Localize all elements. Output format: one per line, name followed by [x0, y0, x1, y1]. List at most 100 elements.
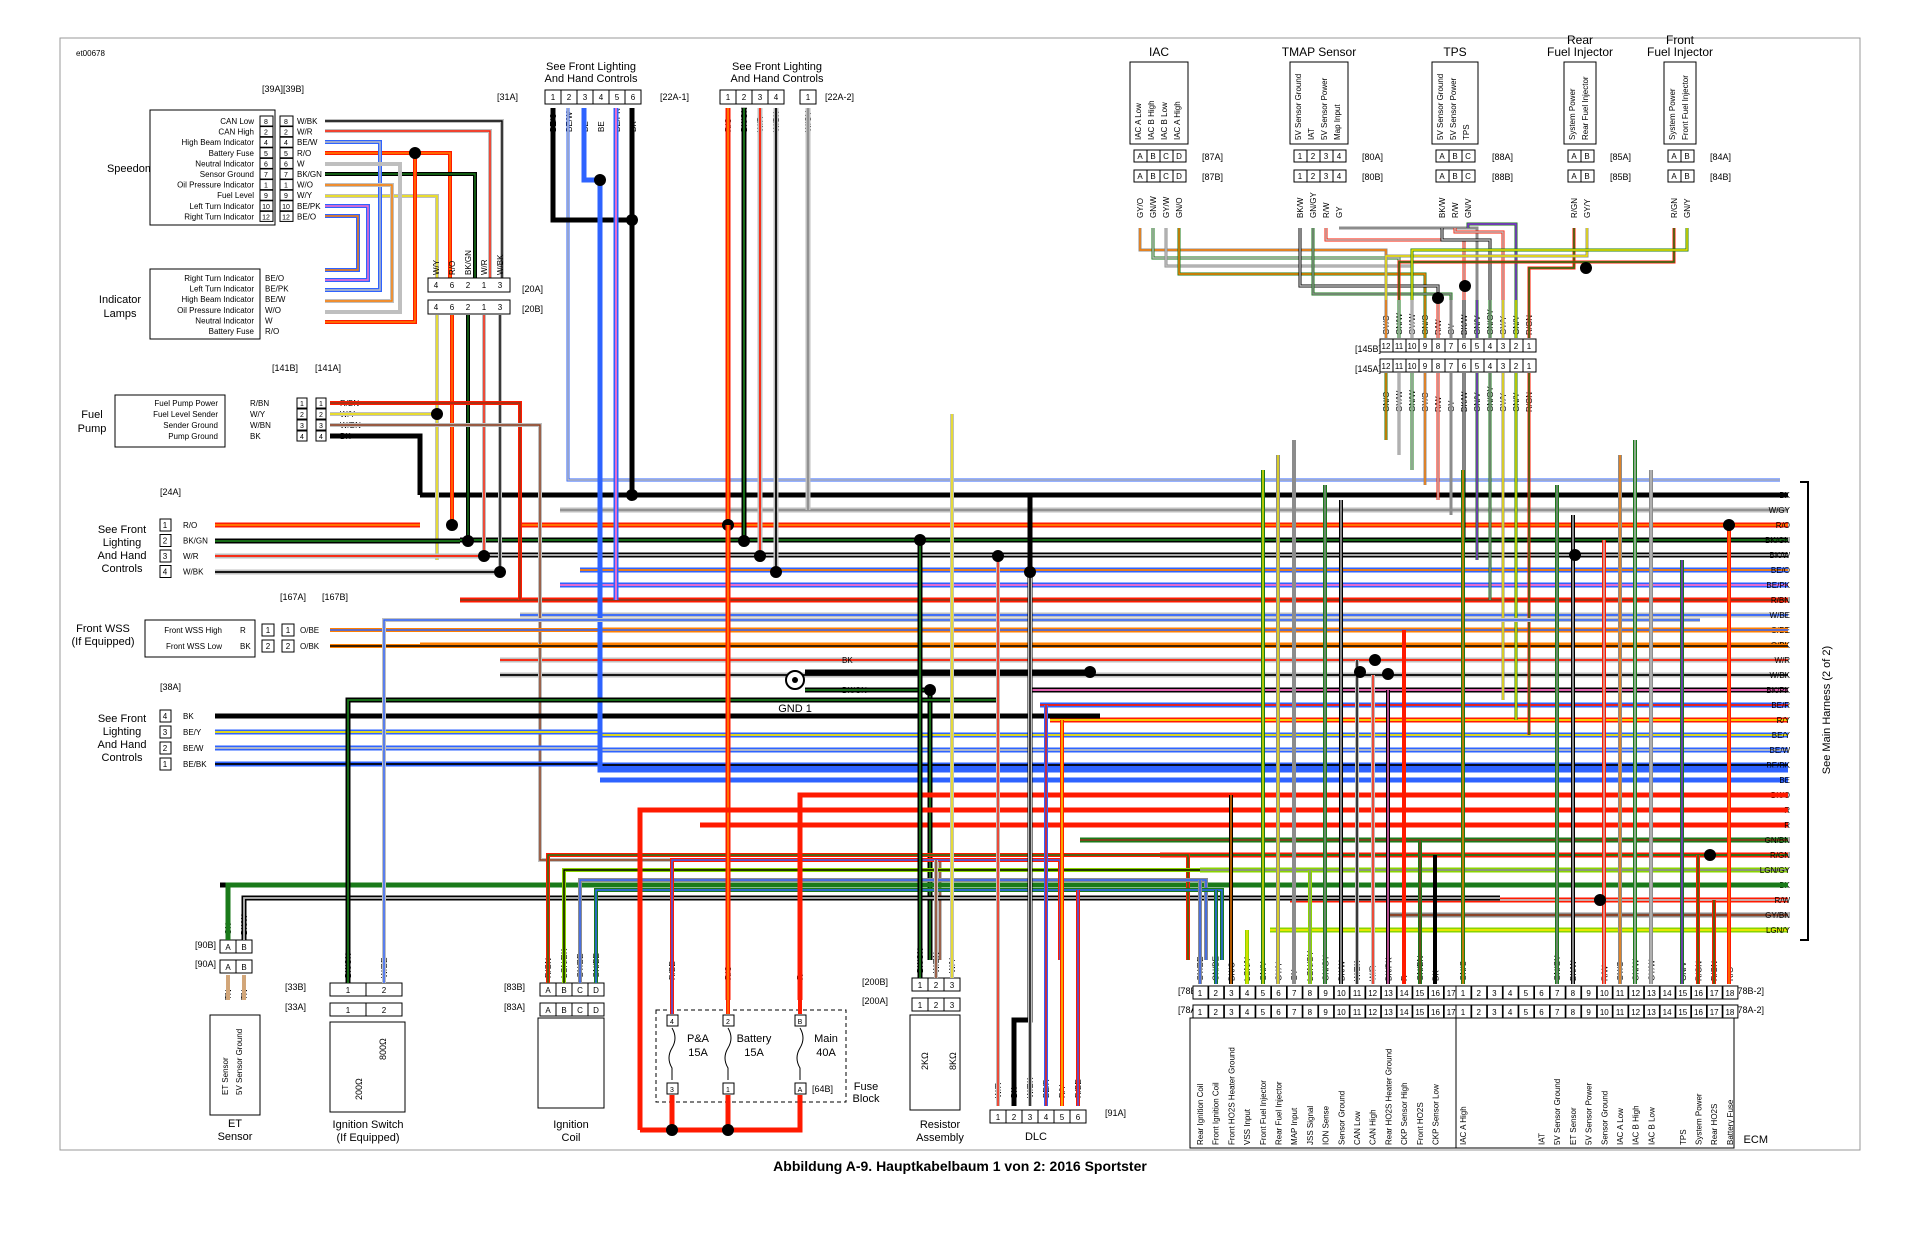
- pin-cell: [1580, 149, 1595, 163]
- tps-conn: [88B]: [1492, 172, 1513, 182]
- harness-wire-label: GN/BN: [1765, 836, 1791, 845]
- pin-num: 7: [1555, 989, 1560, 998]
- splice-dot: [594, 174, 606, 186]
- connector-c83b: [83B]: [504, 982, 525, 992]
- pin-num: 4: [1245, 989, 1250, 998]
- connector-c90a: [90A]: [195, 959, 216, 969]
- pin-num: 1: [1527, 342, 1532, 351]
- pin-num: 1: [918, 981, 923, 990]
- pin-cell: [1332, 169, 1347, 183]
- wire-label: BE/BK: [183, 760, 207, 769]
- pin-cell: [1223, 985, 1240, 1000]
- speedometer-pin-name: Neutral Indicator: [195, 159, 254, 168]
- connector-c91: [91A]: [1105, 1108, 1126, 1118]
- tmap-conn: [80B]: [1362, 172, 1383, 182]
- pin-cell: [1680, 149, 1695, 163]
- harness-wire-label: GY/BN: [1765, 911, 1790, 920]
- harness-wire-label: BE/O: [1771, 566, 1790, 575]
- harness-wire-label: R/W: [1774, 896, 1790, 905]
- ign-wire-stripe: [347, 699, 1000, 983]
- pin-num: 1: [482, 303, 487, 312]
- pin-num: 18: [1725, 1008, 1734, 1017]
- connector-c38: [38A]: [160, 682, 181, 692]
- pin-num: 16: [1431, 989, 1440, 998]
- harness-wire-label: R/BN: [1771, 596, 1790, 605]
- front-lighting-label: Controls: [102, 563, 143, 575]
- pin-cell: [1223, 1004, 1240, 1019]
- pin-cell: [1643, 1004, 1660, 1019]
- sensor-wire-stripe: [1454, 228, 1504, 300]
- wire-label: W/O: [297, 181, 313, 190]
- pin-cell: [1365, 985, 1382, 1000]
- pin-num: 4: [434, 303, 439, 312]
- resistor-label: 800Ω: [378, 1038, 388, 1060]
- speedo-wire-stripe: [325, 173, 476, 285]
- pin-cell: [159, 757, 172, 771]
- pin-cell: [1172, 169, 1187, 183]
- pin-num: 2: [1476, 989, 1481, 998]
- pin-cell: [1239, 1004, 1256, 1019]
- wire-label: W/BK: [297, 117, 318, 126]
- pin-cell: [259, 189, 274, 201]
- wire-label: W/BK: [183, 568, 204, 577]
- pin-cell: [1486, 1004, 1503, 1019]
- splice-dot: [992, 550, 1004, 562]
- pin-num: 15: [1415, 989, 1424, 998]
- connector-c78b2: [78B-2]: [1735, 986, 1764, 996]
- pin-num: 1: [1298, 172, 1303, 181]
- pin-cell: [1455, 1004, 1472, 1019]
- splice-dot: [914, 534, 926, 546]
- pin-num: 2: [934, 1001, 939, 1010]
- pin-num: A: [1137, 172, 1143, 181]
- pin-num: 10: [1337, 1008, 1346, 1017]
- pin-cell: [1722, 1004, 1739, 1019]
- splice-dot: [770, 566, 782, 578]
- wire-label: BK: [250, 432, 261, 441]
- connector-c167a: [167A]: [280, 592, 306, 602]
- pin-cell: [1455, 985, 1472, 1000]
- pin-cell: [315, 397, 327, 409]
- pin-cell: [279, 168, 294, 180]
- resistor-label-text: Resistor: [920, 1119, 961, 1131]
- pin-num: B: [1452, 172, 1457, 181]
- iac-conn: [87A]: [1202, 152, 1223, 162]
- pin-cell: [1643, 985, 1660, 1000]
- coil-wire: [594, 888, 1224, 983]
- pin-num: 2: [567, 93, 572, 102]
- pin-num: 17: [1710, 989, 1719, 998]
- pin-num: 13: [1647, 989, 1656, 998]
- pin-cell: [159, 565, 172, 578]
- fuse-symbol: [796, 1027, 804, 1080]
- wire-label: R/BN: [250, 399, 269, 408]
- pin-num: 12: [1382, 342, 1391, 351]
- wire-label: R/O: [183, 521, 197, 530]
- fuse-symbol: [668, 1027, 676, 1080]
- pin-cell: [1706, 1004, 1723, 1019]
- wire-label: GN/GY: [1309, 192, 1318, 218]
- front-injector-pin-name: System Power: [1668, 88, 1677, 140]
- pin-num: A: [545, 1006, 551, 1015]
- connector-c22a2: [22A-2]: [825, 92, 854, 102]
- tps-pin-name: TPS: [1462, 124, 1471, 140]
- pin-num: 16: [1694, 1008, 1703, 1017]
- pin-cell: [1596, 1004, 1613, 1019]
- pin-num: C: [1163, 152, 1169, 161]
- pin-cell: [259, 115, 274, 127]
- speedometer-pin-name: Sensor Ground: [200, 170, 254, 179]
- splice-dot: [1084, 666, 1096, 678]
- pin-num: 13: [1647, 1008, 1656, 1017]
- iac-pin-name: IAC A High: [1173, 101, 1182, 140]
- sensor-wire: [1527, 228, 1576, 300]
- wire-label: BE/W: [297, 138, 318, 147]
- pin-num: 4: [163, 712, 168, 721]
- pin-num: A: [1439, 172, 1445, 181]
- front-injector-title: Front: [1666, 33, 1695, 47]
- speedo-wire-stripe: [325, 195, 438, 285]
- ign-switch-label: Ignition Switch: [333, 1119, 404, 1131]
- sensor-wire: [1339, 226, 1479, 300]
- pin-cell: [1706, 985, 1723, 1000]
- pin-cell: [1675, 985, 1692, 1000]
- pin-num: 3: [1492, 989, 1497, 998]
- ecm-pin-name: Front HO2S Heater Ground: [1227, 1047, 1236, 1145]
- ecm-pin-name: Sensor Ground: [1600, 1091, 1609, 1145]
